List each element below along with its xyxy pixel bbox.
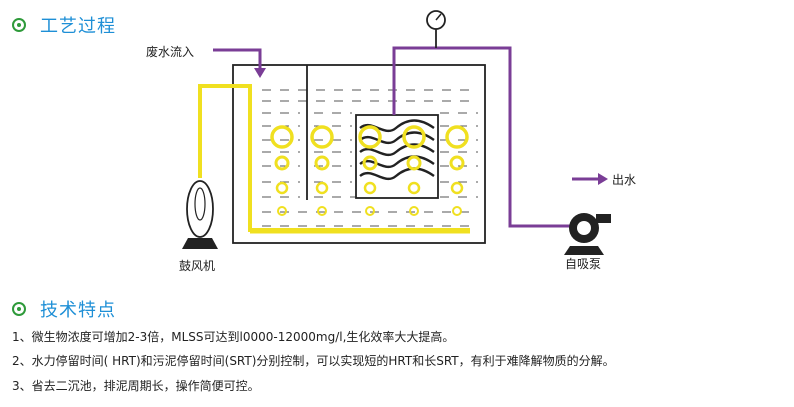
bullet-circle-icon	[12, 302, 26, 316]
section-title-features: 技术特点	[40, 300, 116, 321]
inflow-pipe	[213, 48, 262, 70]
section-header-features: 技术特点	[12, 296, 116, 322]
pump-icon	[564, 213, 611, 255]
blower-label: 鼓风机	[179, 259, 215, 273]
outflow-label: 出水	[612, 173, 636, 187]
section-header-process: 工艺过程	[12, 12, 116, 38]
inflow-label: 废水流入	[146, 44, 194, 59]
feature-item: 1、微生物浓度可增加2-3倍，MLSS可达到l0000-12000mg/l,生化…	[12, 330, 455, 344]
blower-icon	[182, 180, 218, 249]
section-title-process: 工艺过程	[40, 16, 116, 37]
inflow-arrow-icon	[254, 68, 266, 78]
bullet-circle-icon	[12, 18, 26, 32]
permeate-pipe	[392, 46, 575, 228]
tank-outline	[232, 64, 486, 244]
air-pipe	[198, 84, 470, 232]
feature-item: 3、省去二沉池，排泥周期长，操作简便可控。	[12, 379, 260, 393]
aeration-bubbles	[270, 125, 469, 216]
pump-label: 自吸泵	[565, 257, 601, 271]
outflow-arrow-icon	[598, 173, 608, 185]
feature-item: 2、水力停留时间( HRT)和污泥停留时间(SRT)分别控制，可以实现短的HRT…	[12, 354, 615, 368]
